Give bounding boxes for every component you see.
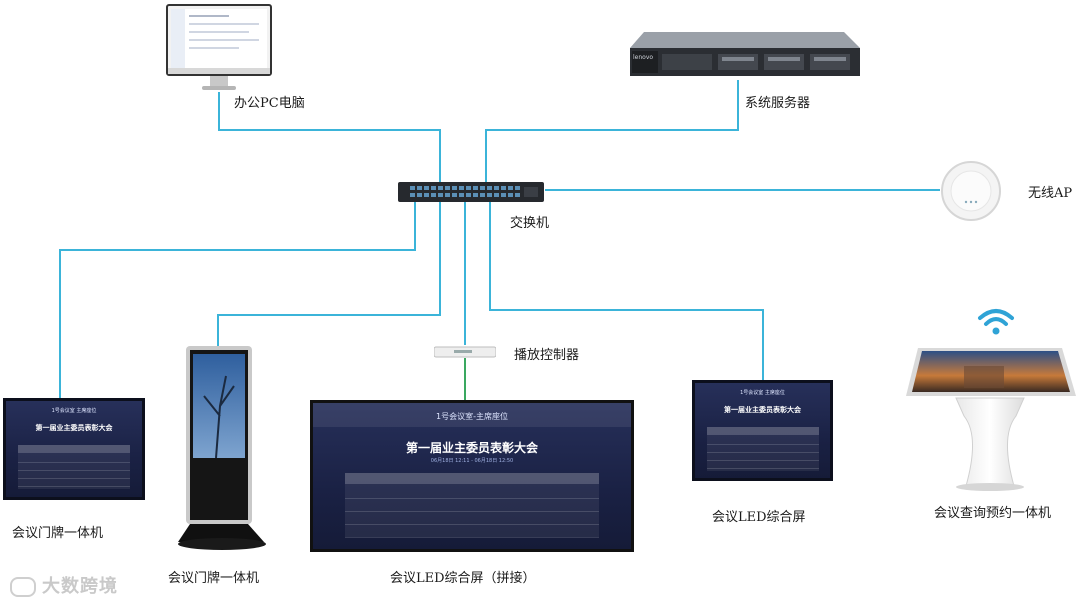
standing-door-sign: [176, 346, 268, 554]
led-screen-right: 1号会议室 主席座位 第一届业主委员表彰大会: [692, 380, 833, 481]
big-screen-subtitle: 06月18日 12:11 - 06月18日 12:50: [430, 458, 514, 464]
kiosk-label: 会议查询预约一体机: [934, 506, 1052, 521]
player-controller: [433, 344, 497, 358]
switch-icon: [398, 182, 544, 202]
door-sign-2-label: 会议门牌一体机: [168, 571, 260, 586]
player-label: 播放控制器: [514, 348, 580, 363]
wire-switch-door1: [59, 200, 416, 398]
office-pc-label: 办公PC电脑: [234, 96, 305, 111]
server-label: 系统服务器: [745, 96, 811, 111]
standing-kiosk-icon: [178, 346, 266, 550]
server-icon: [630, 32, 860, 76]
wire-pc-switch: [218, 92, 441, 185]
player-icon: [433, 346, 497, 358]
system-server: lenovo: [614, 30, 860, 78]
led-splice-label: 会议LED综合屏（拼接）: [390, 571, 536, 586]
network-switch: [398, 182, 544, 202]
query-kiosk: [904, 346, 1076, 492]
big-screen-table: [345, 473, 599, 538]
watermark-text: 大数跨境: [42, 576, 118, 597]
watermark-logo-icon: [10, 577, 36, 597]
small-left-header: 1号会议室 主席座位: [51, 408, 97, 414]
server-brand: lenovo: [633, 54, 654, 61]
small-left-table: [18, 445, 130, 489]
small-right-title: 第一届业主委员表彰大会: [724, 406, 801, 414]
small-left-title: 第一届业主委员表彰大会: [35, 424, 113, 432]
door-sign-screen-left: 1号会议室 主席座位 第一届业主委员表彰大会: [3, 398, 145, 500]
ap-icon: [941, 161, 1001, 221]
wifi-icon: [976, 306, 1016, 336]
wire-server-switch: [485, 80, 739, 185]
led-splice-screen: 1号会议室-主席座位 第一届业主委员表彰大会 06月18日 12:11 - 06…: [310, 400, 634, 552]
wire-switch-door2: [217, 200, 441, 348]
door-sign-1-label: 会议门牌一体机: [12, 526, 104, 541]
query-kiosk-icon: [906, 348, 1076, 491]
big-screen-title: 第一届业主委员表彰大会: [405, 441, 538, 455]
big-screen-header: 1号会议室-主席座位: [436, 412, 508, 421]
small-right-header: 1号会议室 主席座位: [740, 390, 785, 396]
wireless-ap: [940, 160, 1002, 222]
switch-label: 交换机: [510, 216, 550, 231]
led-screen-label: 会议LED综合屏: [712, 510, 806, 525]
watermark: 大数跨境: [10, 572, 118, 598]
small-right-table: [707, 427, 819, 471]
office-pc: [166, 4, 272, 92]
wire-switch-led: [489, 200, 764, 380]
ap-label: 无线AP: [1028, 186, 1073, 201]
